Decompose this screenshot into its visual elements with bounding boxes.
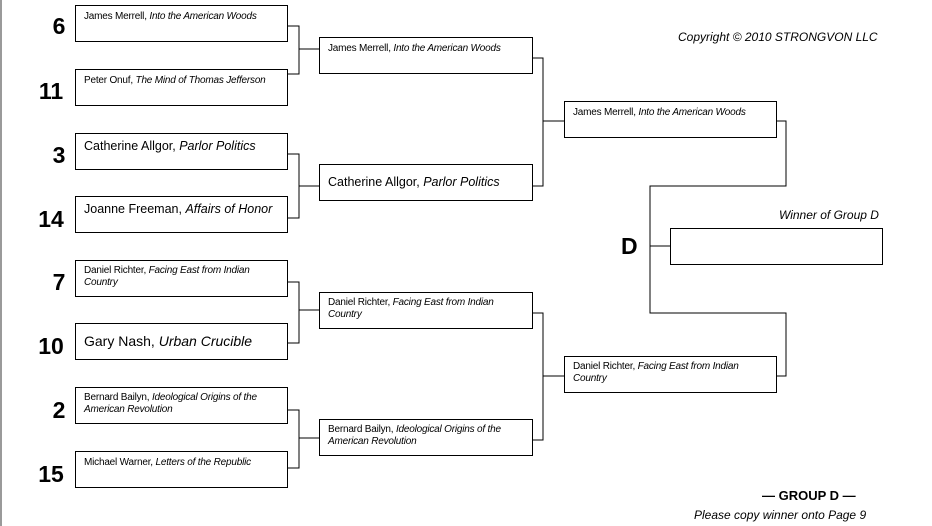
connector-r2-1: [533, 57, 544, 187]
seed-number: 10: [38, 333, 64, 359]
round1-slot-7: Bernard Bailyn, Ideological Origins of t…: [75, 387, 288, 424]
book-title: Into the American Woods: [638, 107, 746, 118]
author-name: James Merrell,: [328, 43, 394, 54]
round1-slot-5: Daniel Richter, Facing East from Indian …: [75, 260, 288, 297]
group-label: — GROUP D —: [762, 488, 856, 503]
connector-r1-4: [288, 409, 300, 469]
author-name: Gary Nash,: [84, 333, 159, 350]
round1-slot-6: Gary Nash, Urban Crucible: [75, 323, 288, 360]
author-name: Joanne Freeman,: [84, 202, 186, 216]
author-name: Catherine Allgor,: [328, 175, 424, 189]
round1-slot-8: Michael Warner, Letters of the Republic: [75, 451, 288, 488]
book-title: Parlor Politics: [423, 175, 500, 189]
left-border: [0, 0, 2, 526]
seed-number: 3: [52, 142, 66, 168]
round2-slot-2: Catherine Allgor, Parlor Politics: [319, 164, 533, 201]
seed-number: 2: [52, 397, 66, 423]
book-title: Into the American Woods: [149, 11, 257, 22]
round1-slot-4: Joanne Freeman, Affairs of Honor: [75, 196, 288, 233]
author-name: Bernard Bailyn,: [84, 392, 152, 403]
book-title: Into the American Woods: [393, 43, 501, 54]
author-name: Peter Onuf,: [84, 75, 136, 86]
seed-number: 15: [38, 461, 64, 487]
round2-slot-4: Bernard Bailyn, Ideological Origins of t…: [319, 419, 533, 456]
region-letter: D: [621, 233, 638, 259]
book-title: Letters of the Republic: [155, 457, 251, 468]
book-title: The Mind of Thomas Jefferson: [135, 75, 266, 86]
connector-r1-2: [288, 153, 300, 219]
seed-number: 11: [38, 78, 64, 104]
round1-slot-1: James Merrell, Into the American Woods: [75, 5, 288, 42]
seed-number: 14: [38, 206, 64, 232]
author-name: Catherine Allgor,: [84, 139, 180, 153]
book-title: Facing East from Indian Country: [573, 361, 739, 384]
round3-slot-1: James Merrell, Into the American Woods: [564, 101, 777, 138]
round2-slot-1: James Merrell, Into the American Woods: [319, 37, 533, 74]
book-title: Facing East from Indian Country: [328, 297, 494, 320]
connector-r2-2: [533, 312, 544, 441]
book-title: Parlor Politics: [179, 139, 256, 153]
book-title: Ideological Origins of the American Revo…: [328, 424, 501, 447]
round3-slot-2: Daniel Richter, Facing East from Indian …: [564, 356, 777, 393]
seed-number: 7: [52, 269, 66, 295]
book-title: Urban Crucible: [158, 333, 253, 350]
author-name: James Merrell,: [573, 107, 639, 118]
book-title: Ideological Origins of the American Revo…: [84, 392, 257, 415]
copyright-notice: Copyright © 2010 STRONGVON LLC: [678, 30, 878, 44]
round1-slot-2: Peter Onuf, The Mind of Thomas Jefferson: [75, 69, 288, 106]
author-name: Daniel Richter,: [328, 297, 393, 308]
winner-box: [670, 228, 883, 265]
seed-number: 6: [52, 13, 66, 39]
author-name: Daniel Richter,: [573, 361, 638, 372]
round1-slot-3: Catherine Allgor, Parlor Politics: [75, 133, 288, 170]
copy-instruction: Please copy winner onto Page 9: [694, 508, 867, 522]
book-title: Facing East from Indian Country: [84, 265, 250, 288]
author-name: Daniel Richter,: [84, 265, 149, 276]
connector-r1-3: [288, 281, 300, 344]
winner-label: Winner of Group D: [779, 208, 879, 222]
author-name: James Merrell,: [84, 11, 150, 22]
round2-slot-3: Daniel Richter, Facing East from Indian …: [319, 292, 533, 329]
connector-r3: [649, 120, 787, 377]
connector-r1-1: [288, 25, 300, 75]
book-title: Affairs of Honor: [185, 202, 273, 216]
author-name: Bernard Bailyn,: [328, 424, 396, 435]
author-name: Michael Warner,: [84, 457, 156, 468]
